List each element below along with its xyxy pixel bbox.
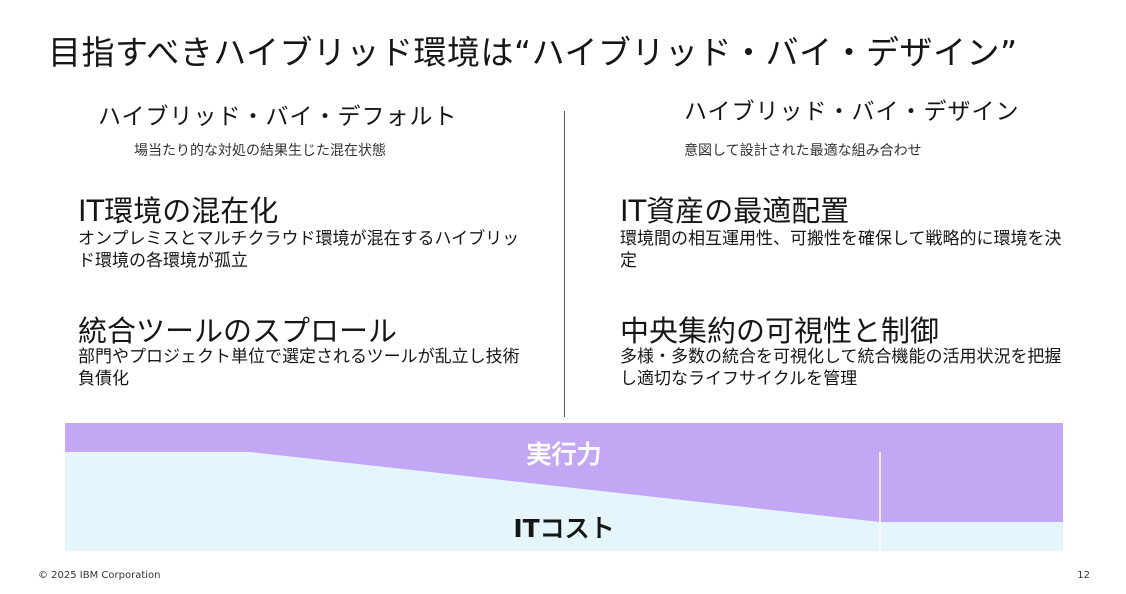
left-point-1-body: オンプレミスとマルチクラウド環境が混在するハイブリッド環境の各環境が孤立 [78,229,520,271]
right-point-1-title: IT資産の最適配置 [620,194,850,228]
left-subheading: 場当たり的な対処の結果生じた混在状態 [134,143,386,159]
right-point-2-title: 中央集約の可視性と制御 [620,314,940,348]
left-heading: ハイブリッド・バイ・デフォルト [98,104,458,130]
band-graphic [65,423,1063,551]
slide-title: 目指すべきハイブリッド環境は“ハイブリッド・バイ・デザイン” [48,33,1018,72]
footer-copyright: © 2025 IBM Corporation [38,570,161,581]
band-top-area [65,423,1063,522]
left-point-1-title: IT環境の混在化 [78,194,279,228]
band-bottom-label: ITコスト [513,514,615,543]
left-point-2-body: 部門やプロジェクト単位で選定されるツールが乱立し技術負債化 [78,347,520,389]
column-divider [564,111,565,417]
capability-cost-band: 実行力 ITコスト [65,423,1063,551]
right-heading: ハイブリッド・バイ・デザイン [684,99,1020,125]
page-number: 12 [1077,570,1090,581]
band-top-label: 実行力 [526,440,602,469]
right-point-1-body: 環境間の相互運用性、可搬性を確保して戦略的に環境を決定 [620,229,1062,271]
right-point-2-body: 多様・多数の統合を可視化して統合機能の活用状況を把握し適切なライフサイクルを管理 [620,347,1062,389]
right-subheading: 意図して設計された最適な組み合わせ [684,143,922,159]
left-point-2-title: 統合ツールのスプロール [78,314,398,348]
